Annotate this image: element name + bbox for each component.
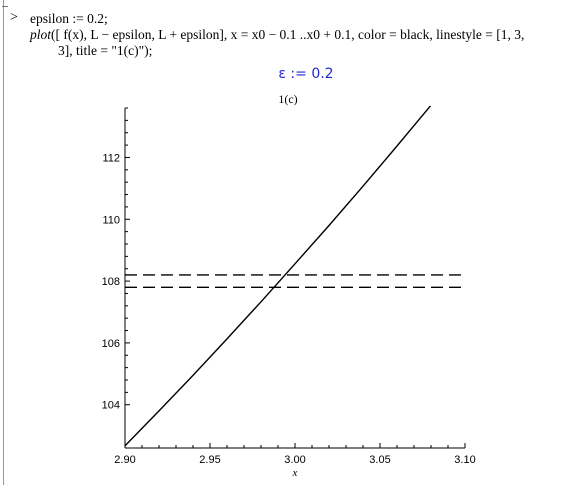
x-tick-label: 3.10 — [454, 454, 475, 466]
worksheet-gutter — [0, 0, 4, 485]
input-line-1[interactable]: epsilon := 0.2; — [30, 11, 108, 26]
y-tick-label: 108 — [102, 276, 120, 288]
x-tick-label: 2.95 — [199, 454, 220, 466]
input-line-3[interactable]: 3], title = "1(c)"); — [58, 43, 153, 58]
input-prompt: > — [10, 10, 18, 25]
input-line-2[interactable]: plot([ f(x), L − epsilon, L + epsilon], … — [30, 27, 524, 43]
x-axis-label: x — [292, 467, 298, 479]
x-tick-label: 3.05 — [369, 454, 390, 466]
plot-title: 1(c) — [278, 92, 298, 106]
x-tick-label: 2.90 — [114, 454, 135, 466]
x-tick-label: 3.00 — [284, 454, 305, 466]
plot-arguments: ([ f(x), L − epsilon, L + epsilon], x = … — [51, 27, 525, 42]
function-curve — [125, 106, 432, 447]
input-region[interactable]: epsilon := 0.2; plot([ f(x), L − epsilon… — [30, 11, 524, 59]
plot-command: plot — [30, 27, 52, 42]
y-tick-label: 110 — [102, 214, 120, 226]
output-value: ε := 0.2 — [278, 66, 334, 82]
output-region: ε := 0.2 — [0, 66, 576, 82]
y-tick-label: 112 — [102, 152, 120, 164]
section-bracket — [2, 6, 8, 7]
y-tick-label: 104 — [102, 400, 120, 412]
y-tick-label: 106 — [102, 338, 120, 350]
